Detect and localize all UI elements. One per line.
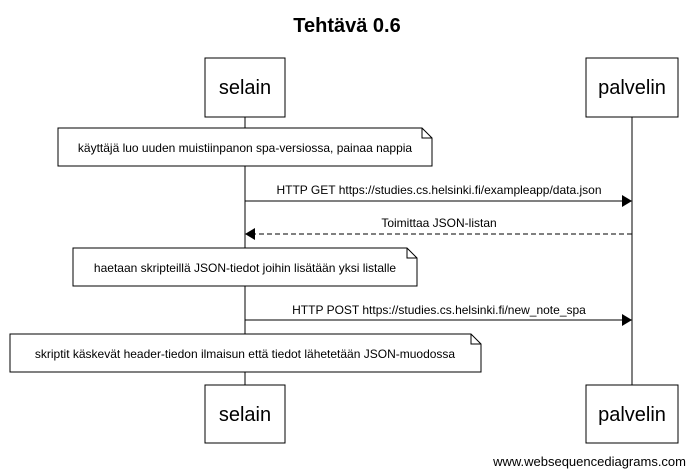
- note-text: skriptit käskevät header-tiedon ilmaisun…: [35, 347, 456, 361]
- participant-label: palvelin: [598, 404, 666, 426]
- note-text: käyttäjä luo uuden muistiinpanon spa-ver…: [78, 141, 413, 155]
- watermark-link[interactable]: www.websequencediagrams.com: [492, 454, 686, 469]
- note-text: haetaan skripteillä JSON-tiedot joihin l…: [94, 261, 396, 275]
- message-label: HTTP POST https://studies.cs.helsinki.fi…: [292, 303, 586, 317]
- participant-label: selain: [219, 404, 271, 426]
- diagram-title: Tehtävä 0.6: [293, 15, 400, 37]
- message-label: HTTP GET https://studies.cs.helsinki.fi/…: [276, 183, 601, 197]
- participant-label: palvelin: [598, 77, 666, 99]
- participant-server-top: palvelin: [585, 57, 679, 118]
- message-label: Toimittaa JSON-listan: [381, 216, 496, 230]
- note: skriptit käskevät header-tiedon ilmaisun…: [9, 333, 482, 373]
- note: käyttäjä luo uuden muistiinpanon spa-ver…: [57, 127, 433, 167]
- message-arrow: HTTP GET https://studies.cs.helsinki.fi/…: [245, 183, 632, 207]
- participant-client-bottom: selain: [204, 384, 286, 444]
- participant-server-bottom: palvelin: [585, 384, 679, 444]
- participant-label: selain: [219, 77, 271, 99]
- participant-client-top: selain: [204, 57, 286, 118]
- message-arrow: HTTP POST https://studies.cs.helsinki.fi…: [245, 303, 632, 326]
- response-arrow: Toimittaa JSON-listan: [245, 216, 632, 240]
- note: haetaan skripteillä JSON-tiedot joihin l…: [72, 247, 418, 287]
